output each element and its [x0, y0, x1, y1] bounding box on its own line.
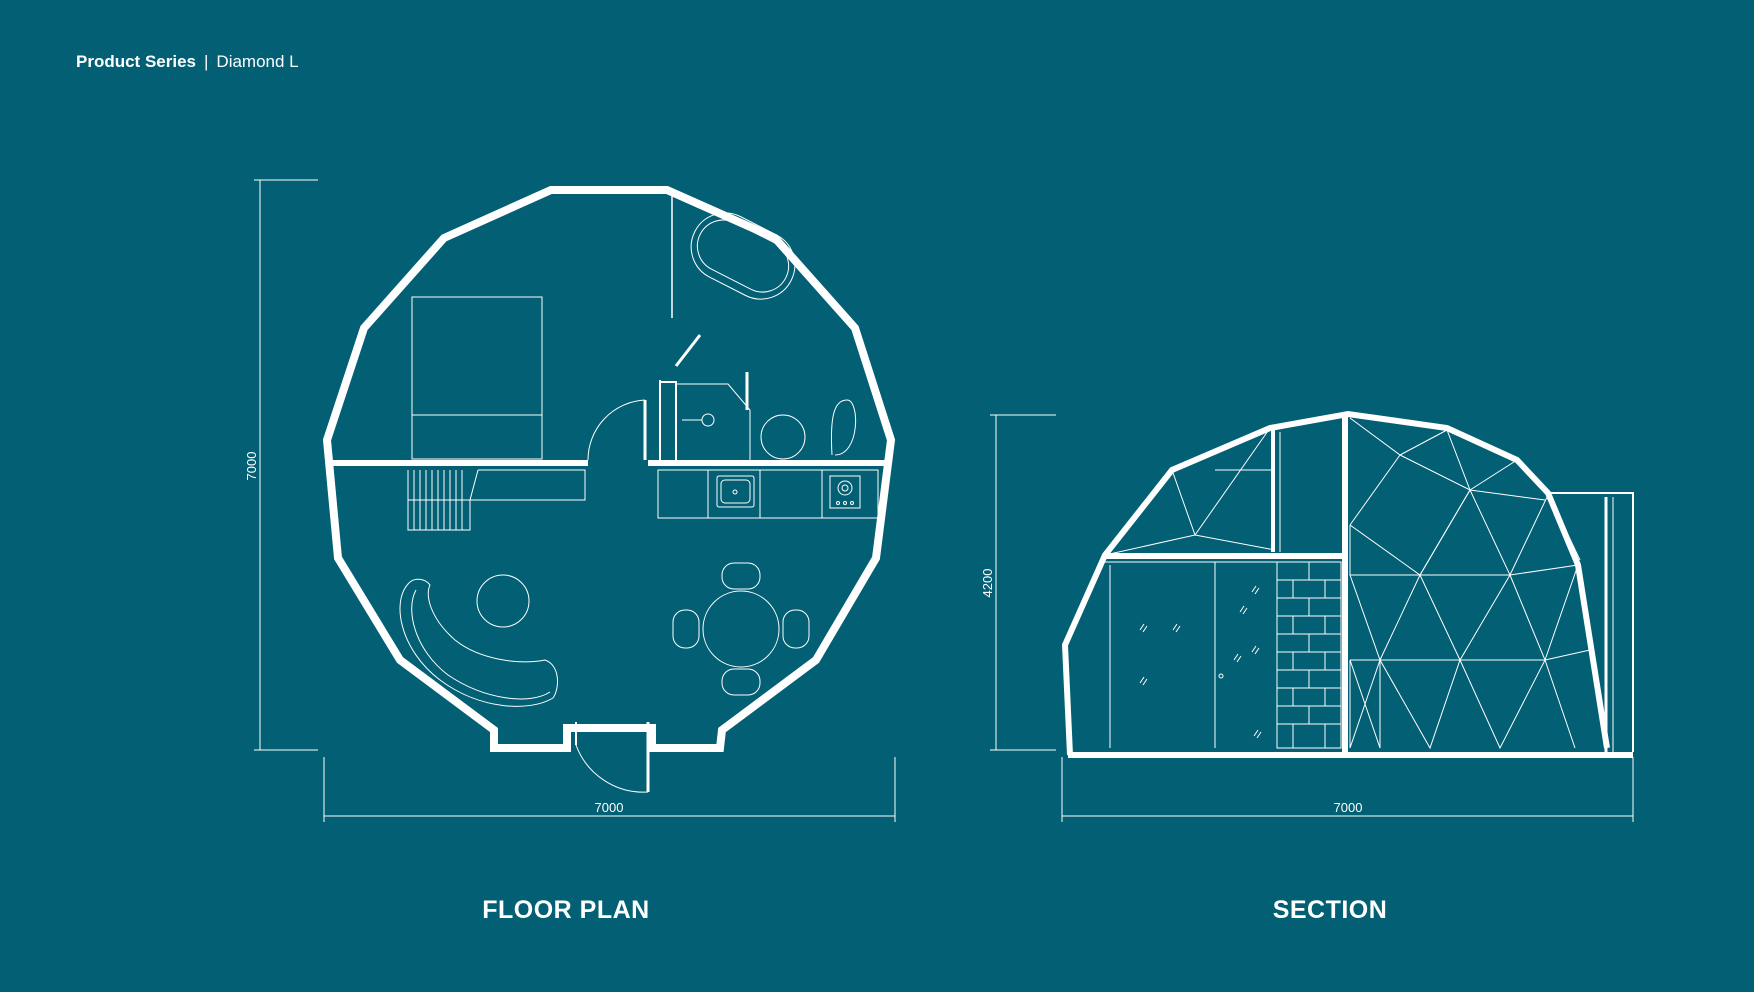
loft-post — [1271, 430, 1281, 552]
kitchen-counter — [657, 469, 879, 519]
staircase — [407, 469, 586, 531]
dome-outline — [1061, 410, 1633, 758]
annex-structure — [1547, 492, 1634, 752]
floor-plan-height-dimension: 7000 — [244, 452, 259, 481]
floor-plan-caption: FLOOR PLAN — [482, 896, 650, 924]
coffee-table — [476, 574, 530, 628]
floor-plan-outer-wall — [322, 186, 896, 752]
entry-door — [575, 722, 650, 793]
cooktop-icon — [829, 475, 861, 509]
section-drawing: 4200 7000 — [980, 410, 1634, 822]
bed — [411, 296, 543, 460]
header-separator: | — [204, 52, 209, 71]
section-width-dimension: 7000 — [1334, 800, 1363, 815]
bedroom-door — [587, 399, 647, 461]
section-height-dimension: 4200 — [980, 569, 995, 598]
floor-plan-dimension-lines — [254, 179, 896, 822]
bathroom-wall — [659, 192, 751, 460]
model-name: Diamond L — [216, 52, 299, 71]
glass-door — [1105, 561, 1277, 748]
bathroom-fixtures — [682, 399, 857, 460]
floor-plan-drawing: 7000 7000 — [244, 179, 896, 822]
page-header: Product Series | Diamond L — [76, 52, 299, 72]
bathtub — [690, 212, 796, 300]
kitchen-sink-icon — [716, 475, 755, 508]
sofa — [399, 578, 558, 707]
section-dimension-lines — [990, 414, 1634, 822]
floor-plan-width-dimension: 7000 — [595, 800, 624, 815]
geodesic-frame — [1104, 417, 1591, 750]
product-series-label: Product Series — [76, 52, 196, 71]
section-caption: SECTION — [1272, 896, 1388, 924]
brick-wall — [1276, 561, 1342, 749]
dining-set — [672, 562, 810, 696]
